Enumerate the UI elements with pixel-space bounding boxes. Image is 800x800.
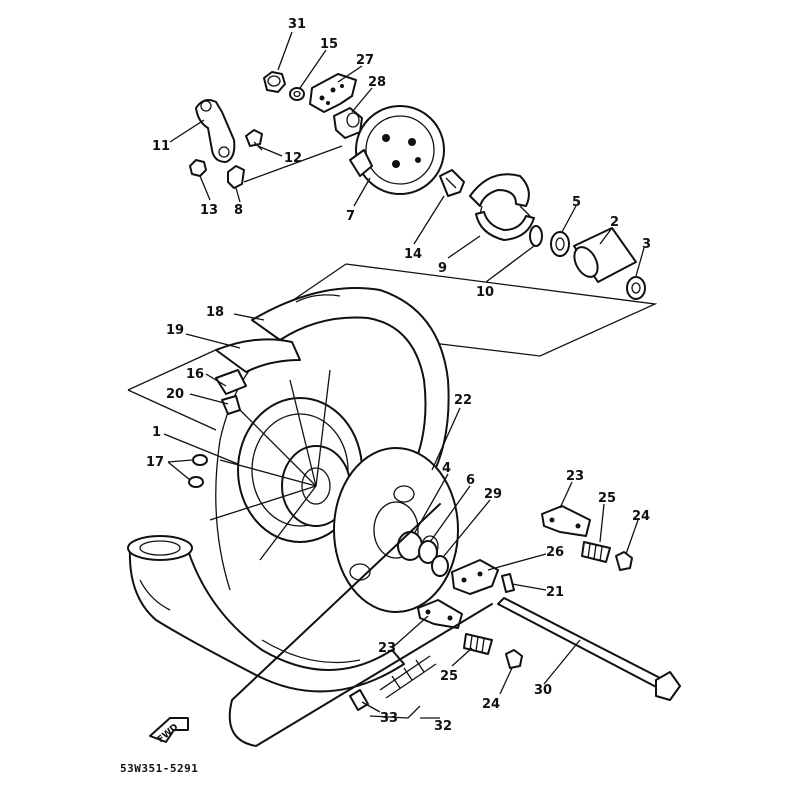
callout-23-bottom: 23 [378,641,396,656]
callout-16: 16 [186,367,204,382]
callout-26: 26 [546,545,564,560]
callout-27: 27 [356,53,374,68]
part-24-nut-bottom [505,649,523,669]
part-2-spacer [573,227,637,283]
callout-31: 31 [288,17,306,32]
part-14-cam [439,169,465,197]
callout-13: 13 [200,203,218,218]
drawing-code: 53W351-5291 [120,762,198,775]
part-8-indicator [227,165,245,189]
part-7-brake-plate [349,105,445,195]
fwd-arrow-icon: FWD [149,717,189,745]
callout-5: 5 [572,195,581,210]
part-13-nut [189,159,207,177]
callout-22: 22 [454,393,472,408]
callout-18: 18 [206,305,224,320]
part-9-brake-shoes [469,173,535,241]
callout-25-bottom: 25 [440,669,458,684]
part-23-adjuster-bottom [417,599,463,629]
callout-30: 30 [534,683,552,698]
callout-15: 15 [320,37,338,52]
callout-19: 19 [166,323,184,338]
callout-3: 3 [642,237,651,252]
part-25-bolt-top [581,541,611,563]
callout-33: 33 [380,711,398,726]
part-31-nut [263,71,286,93]
callout-10: 10 [476,285,494,300]
callout-32: 32 [434,719,452,734]
part-28-collar [333,107,363,139]
callout-labels: 31 15 27 28 11 12 13 8 7 14 9 10 5 2 3 1… [146,17,651,734]
callout-17: 17 [146,455,164,470]
callout-8: 8 [234,203,243,218]
part-4-bearing [397,531,423,561]
callout-24-bottom: 24 [482,697,500,712]
callout-29: 29 [484,487,502,502]
part-21-pin [501,573,515,593]
part-6-seal [418,540,438,564]
callout-24-top: 24 [632,509,650,524]
callout-2: 2 [610,215,619,230]
part-5-bearing [550,231,570,257]
leader-lines [163,31,645,719]
part-22-sprocket [333,447,459,613]
callout-7: 7 [346,209,355,224]
part-15-washer [289,87,305,101]
part-3-oil-seal [626,276,646,300]
callout-4: 4 [442,461,451,476]
callout-14: 14 [404,247,422,262]
part-17-weights [188,454,208,488]
callout-9: 9 [438,261,447,276]
part-30-axle [497,597,681,701]
part-11-brake-arm [195,99,236,163]
part-26-plate [451,559,499,595]
part-27-plate [309,73,357,113]
part-19-tube [215,338,301,373]
callout-21: 21 [546,585,564,600]
part-24-nut-top [615,551,633,571]
part-16-rim-band [215,369,247,395]
callout-11: 11 [152,139,170,154]
part-29-collar [431,555,449,577]
callout-6: 6 [466,473,475,488]
callout-28: 28 [368,75,386,90]
part-33-joint [349,689,369,711]
part-32-chain [228,503,493,747]
callout-1: 1 [152,425,161,440]
callout-20: 20 [166,387,184,402]
callout-25-top: 25 [598,491,616,506]
callout-23-top: 23 [566,469,584,484]
part-10-seal [529,225,543,247]
part-20-valve [221,395,241,415]
part-23-adjuster-top [541,505,591,537]
callout-12: 12 [284,151,302,166]
part-1-hub-spokes [209,369,363,561]
